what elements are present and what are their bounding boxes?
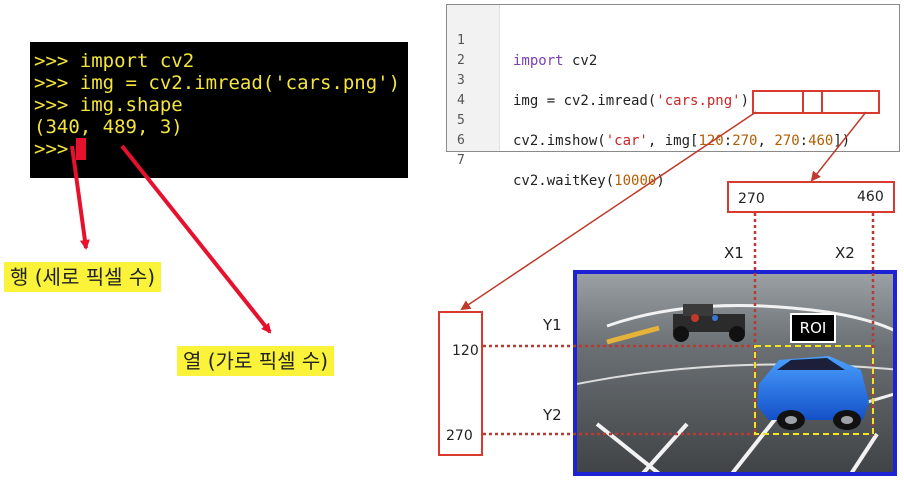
line-number: 2 — [457, 53, 465, 68]
robot-car — [673, 304, 745, 342]
terminal-line: >>> img.shape — [34, 94, 183, 116]
roi-badge: ROI — [790, 313, 836, 343]
road-photo — [573, 270, 897, 476]
code-line: 3 img = cv2.imread('cars.png') — [457, 73, 750, 109]
y-range-highlight — [752, 90, 823, 114]
terminal-output-line: (340, 489, 3) — [34, 116, 183, 138]
rows-label: 행 (세로 픽셀 수) — [4, 262, 162, 292]
x-range-highlight — [802, 90, 880, 114]
code-line: 1 import cv2 — [457, 33, 598, 69]
code-line: 7 cv2.waitKey(10000) — [457, 153, 665, 189]
line-number: 3 — [457, 73, 465, 88]
code-line: 5 cv2.imshow('car', img[120:270, 270:460… — [457, 113, 851, 149]
cols-label: 열 (가로 픽셀 수) — [177, 346, 335, 376]
code-line: 2 — [447, 31, 481, 68]
text-cursor — [76, 138, 87, 160]
x-start-value: 270 — [738, 191, 765, 207]
line-number: 1 — [457, 33, 465, 48]
python-terminal[interactable]: >>> import cv2 >>> img = cv2.imread('car… — [30, 42, 408, 178]
road-scene — [577, 274, 893, 472]
y-range-box: 120 270 — [438, 311, 483, 456]
blue-car — [757, 356, 869, 430]
y-end-value: 270 — [446, 428, 473, 444]
x2-label: X2 — [835, 244, 855, 262]
terminal-line: >>> img = cv2.imread('cars.png') — [34, 72, 401, 94]
y-start-value: 120 — [452, 343, 479, 359]
terminal-input-line[interactable]: >>> — [34, 138, 408, 160]
y2-label: Y2 — [543, 406, 562, 424]
line-number: 7 — [457, 153, 465, 168]
code-line: 6 — [447, 111, 481, 148]
x-end-value: 460 — [857, 189, 884, 205]
terminal-line: >>> import cv2 — [34, 50, 195, 72]
x-range-box: 270 460 — [727, 181, 895, 213]
line-number: 4 — [457, 93, 465, 108]
line-number: 6 — [457, 133, 465, 148]
x1-label: X1 — [724, 244, 744, 262]
line-number: 5 — [457, 113, 465, 128]
code-editor[interactable]: 1 import cv2 2 3 img = cv2.imread('cars.… — [446, 4, 900, 189]
y1-label: Y1 — [543, 316, 562, 334]
code-line: 4 — [447, 71, 481, 108]
